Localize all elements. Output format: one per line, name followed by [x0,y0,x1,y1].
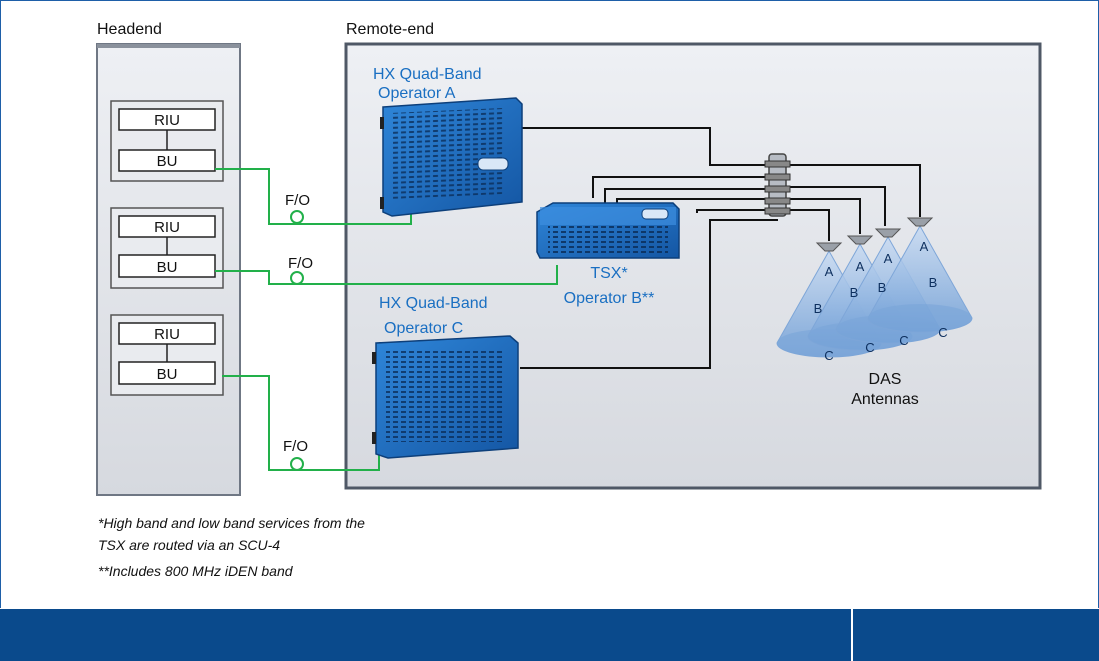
band-label-c: C [899,333,908,348]
headend-unit-1: RIU BU [111,101,223,181]
footnotes: *High band and low band services from th… [98,515,365,579]
hx-quad-band-unit-a [380,98,522,216]
operator-a-line2: Operator A [378,85,456,102]
fiber-connector [291,272,303,284]
band-label-b: B [814,301,823,316]
band-label-a: A [920,239,929,254]
footer-divider [851,609,853,661]
footer-bar [0,609,1099,661]
operator-a-line1: HX Quad-Band [373,66,482,83]
fiber-label-3: F/O [283,438,308,455]
riu-label: RIU [154,112,180,129]
band-label-a: A [884,251,893,266]
headend-unit-2: RIU BU [111,208,223,288]
footnote-1-line1: *High band and low band services from th… [98,515,365,531]
footnote-2: **Includes 800 MHz iDEN band [98,563,294,579]
band-label-c: C [938,325,947,340]
riu-label: RIU [154,326,180,343]
band-label-b: B [850,285,859,300]
bu-label: BU [157,259,178,276]
band-label-a: A [825,264,834,279]
fiber-connector [291,211,303,223]
band-label-c: C [824,348,833,363]
headend-title: Headend [97,21,162,38]
fiber-connectors [291,211,303,470]
das-diagram: Headend RIU BU RIU BU RIU BU Remote-end [0,0,1099,609]
footnote-1-line2: TSX are routed via an SCU-4 [98,537,280,553]
band-label-b: B [878,280,887,295]
fiber-connector [291,458,303,470]
band-label-a: A [856,259,865,274]
tsx-line1: TSX* [590,265,627,282]
riu-label: RIU [154,219,180,236]
fiber-label-2: F/O [288,255,313,272]
tsx-line2: Operator B** [564,290,655,307]
remote-end-title: Remote-end [346,21,434,38]
bu-label: BU [157,366,178,383]
das-antennas-title-line2: Antennas [851,391,919,408]
hx-quad-band-unit-c [372,336,518,458]
band-label-c: C [865,340,874,355]
headend-unit-3: RIU BU [111,315,223,395]
band-label-b: B [929,275,938,290]
tsx-unit [537,203,679,258]
fiber-label-1: F/O [285,192,310,209]
operator-c-line1: HX Quad-Band [379,295,488,312]
operator-c-line2: Operator C [384,320,463,337]
das-antennas-title-line1: DAS [869,371,902,388]
bu-label: BU [157,153,178,170]
